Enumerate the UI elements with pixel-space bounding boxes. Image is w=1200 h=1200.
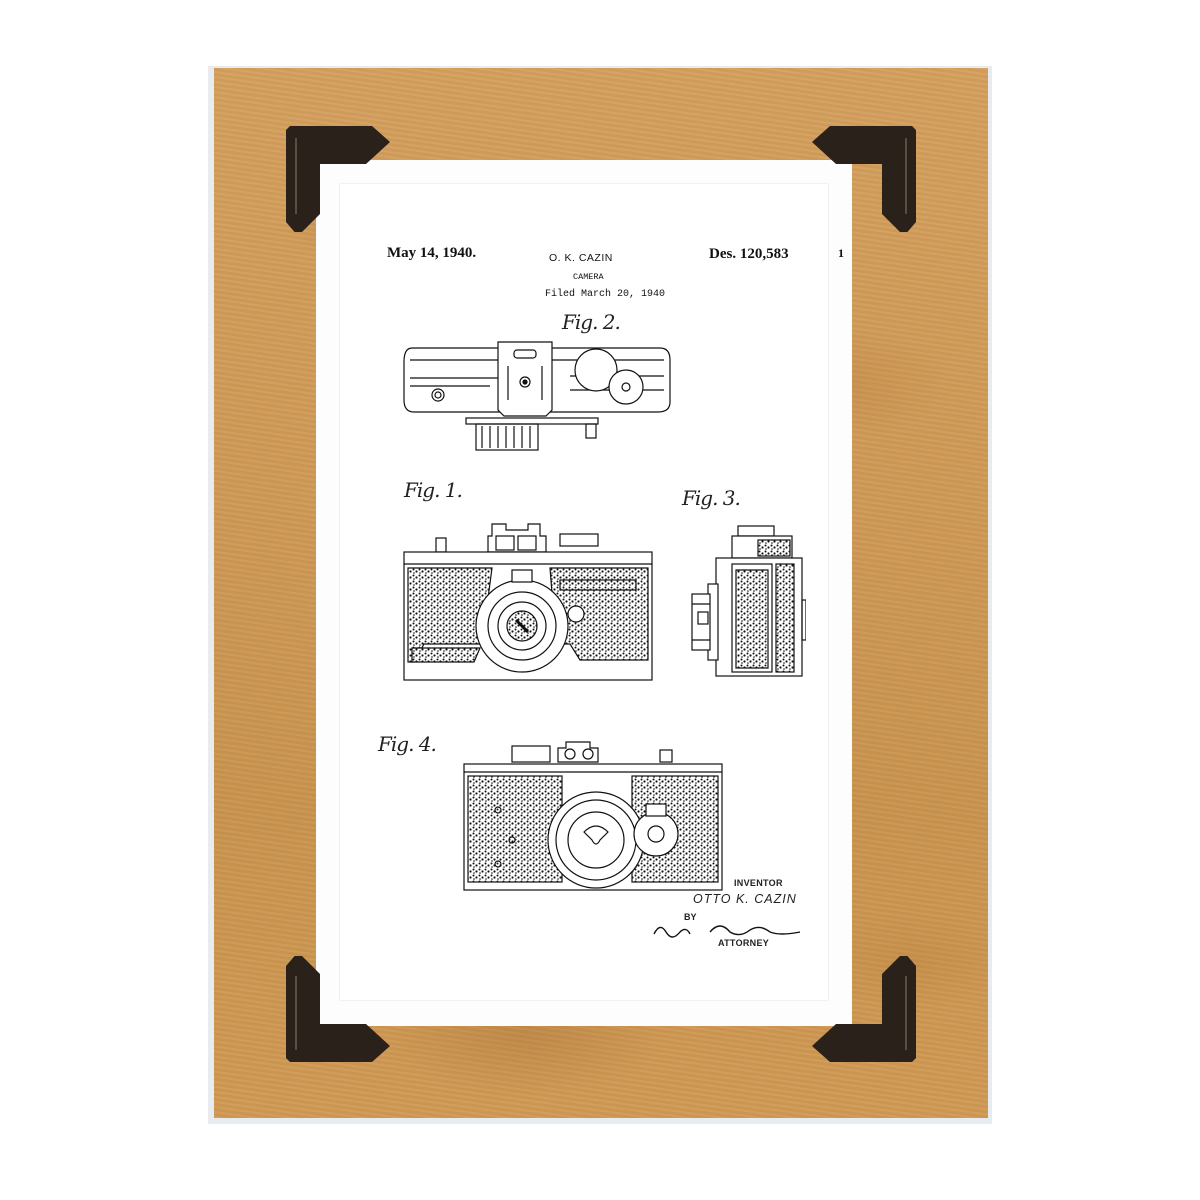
patent-title: CAMERA xyxy=(573,272,604,282)
attorney-signature-icon xyxy=(653,925,801,938)
photo-corner-top-right-icon xyxy=(812,126,916,232)
camera-top-view-drawing xyxy=(403,341,671,451)
fig-2-label: Fig. 2. xyxy=(562,310,621,334)
photo-corner-top-left-icon xyxy=(286,126,390,232)
patent-design-number: Des. 120,583 xyxy=(709,246,789,262)
camera-front-view-drawing xyxy=(403,523,653,681)
camera-rear-view-drawing xyxy=(463,741,723,891)
patent-date: May 14, 1940. xyxy=(387,245,477,261)
by-label: BY xyxy=(684,912,697,922)
fig-3-label: Fig. 3. xyxy=(682,486,741,510)
photo-corner-bottom-right-icon xyxy=(812,956,916,1062)
inventor-label: INVENTOR xyxy=(734,878,783,888)
fig-1-label: Fig. 1. xyxy=(404,478,463,502)
attorney-label: ATTORNEY xyxy=(718,938,770,948)
camera-side-view-drawing xyxy=(691,525,806,677)
inventor-name: OTTO K. CAZIN xyxy=(693,892,797,906)
patent-inventor-header: O. K. CAZIN xyxy=(549,252,613,264)
sheet-mark: 1 xyxy=(838,246,844,260)
photo-corner-bottom-left-icon xyxy=(286,956,390,1062)
patent-paper: May 14, 1940. O. K. CAZIN Des. 120,583 1… xyxy=(316,160,852,1026)
fig-4-label: Fig. 4. xyxy=(378,732,437,756)
patent-filed-date: Filed March 20, 1940 xyxy=(545,289,666,300)
